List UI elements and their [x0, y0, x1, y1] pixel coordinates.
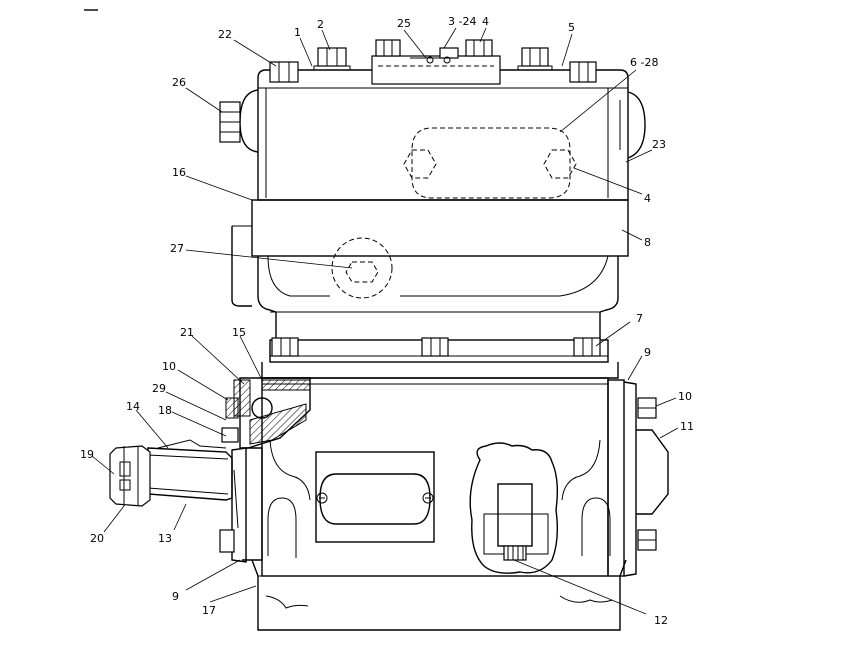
- hidden-nut-27: [331, 237, 393, 299]
- callout-14: 14: [126, 400, 140, 413]
- callout-15: 15: [232, 326, 246, 339]
- fitting-26: [219, 101, 241, 143]
- crankcase: [251, 362, 627, 631]
- callout-9-right: 9: [644, 346, 651, 359]
- callout-20: 20: [90, 532, 104, 545]
- callout-labels: 22 1 2 25 3 -24 4 5 26 6 -28 23 16 4 8 2…: [80, 15, 694, 627]
- hex-nuts-middle: [271, 337, 601, 357]
- leader-lines: [91, 27, 679, 615]
- callout-16: 16: [172, 166, 186, 179]
- callout-21: 21: [180, 326, 194, 339]
- drive-shaft: [109, 439, 233, 507]
- callout-25: 25: [397, 17, 411, 30]
- callout-29: 29: [152, 382, 166, 395]
- callout-1: 1: [294, 26, 301, 39]
- callout-5: 5: [568, 21, 575, 34]
- callout-18: 18: [158, 404, 172, 417]
- callout-19: 19: [80, 448, 94, 461]
- callout-12: 12: [654, 614, 668, 627]
- inspection-cover: [315, 451, 435, 543]
- hex-nuts-top: [269, 39, 597, 83]
- callout-13: 13: [158, 532, 172, 545]
- callout-27: 27: [170, 242, 184, 255]
- callout-4-right: 4: [644, 192, 651, 205]
- callout-22: 22: [218, 28, 232, 41]
- callout-11: 11: [680, 420, 694, 433]
- hidden-unloader-plate: [403, 127, 577, 199]
- callout-7: 7: [636, 312, 643, 325]
- callout-26: 26: [172, 76, 186, 89]
- bearing-section: [221, 377, 311, 449]
- cylinder-block-upper: [231, 199, 629, 313]
- callout-9-left: 9: [172, 590, 179, 603]
- callout-10-right: 10: [678, 390, 692, 403]
- left-end-cover: [219, 447, 263, 563]
- callout-23: 23: [652, 138, 666, 151]
- right-end-cover: [607, 379, 669, 577]
- cutaway-section: [469, 442, 559, 574]
- callout-2: 2: [317, 18, 324, 31]
- callout-17: 17: [202, 604, 216, 617]
- cylinder-head: [239, 69, 646, 201]
- valve-cover-plate: [371, 47, 501, 85]
- callout-6-28: 6 -28: [630, 56, 658, 69]
- callout-3-24: 3 -24: [448, 15, 476, 28]
- callout-10-left: 10: [162, 360, 176, 373]
- callout-4-top: 4: [482, 15, 489, 28]
- callout-8: 8: [644, 236, 651, 249]
